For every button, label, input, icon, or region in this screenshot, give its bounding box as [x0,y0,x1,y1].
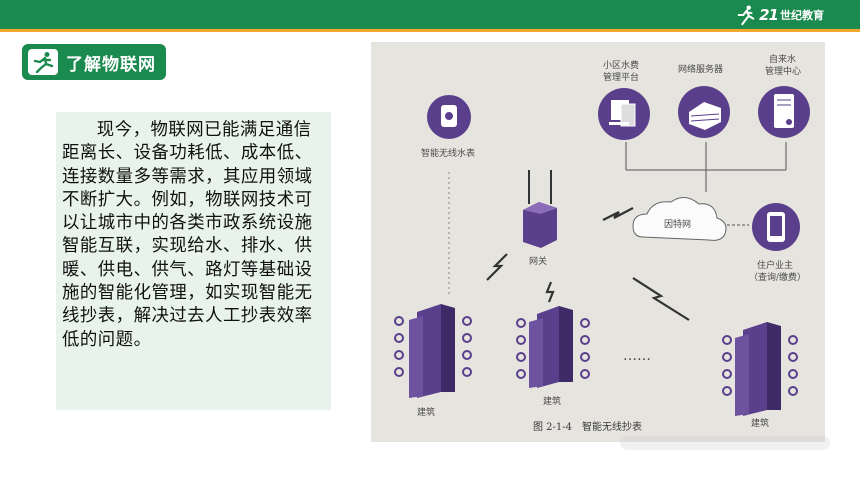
section-header: 了解物联网 [22,44,166,80]
owner-label-1: 住户业主 [757,259,793,271]
building-mid-label: 建筑 [543,395,561,407]
runner-icon [28,49,58,75]
building-right-label: 建筑 [751,417,769,429]
figure-caption: 图 2-1-4 智能无线抄表 [533,420,642,433]
building-icon [735,322,781,416]
meter-dots [722,335,798,396]
gateway-icon [523,170,557,248]
building-icon [529,306,573,388]
internet-label: 因特网 [664,218,691,230]
top-bar [0,0,860,29]
water-meter-icon [427,95,471,139]
building-icon [409,304,455,398]
water-center-label-1: 自来水 [769,53,796,65]
water-center-icon [758,86,810,138]
phone-icon [752,203,800,251]
watermark [620,428,830,465]
computer-icon [598,88,650,140]
body-paragraph: 现今，物联网已能满足通信距离长、设备功耗低、成本低、连接数量多等需求，其应用领域… [62,120,313,350]
wireless-signal-icon [486,207,690,321]
water-center-label-2: 管理中心 [765,65,801,77]
brand-text: 世纪教育 [780,9,824,22]
owner-label-2: （查询/缴费） [749,271,806,283]
gateway-label: 网关 [529,255,547,267]
meter-dots [394,316,472,377]
smart-meter-figure: 智能无线水表 小区水费 管理平台 网络服务器 自来水 管理中心 [371,42,825,442]
top-bar-stripe [0,29,860,32]
text-panel: 现今，物联网已能满足通信距离长、设备功耗低、成本低、连接数量多等需求，其应用领域… [56,112,331,410]
water-meter-label: 智能无线水表 [421,147,475,159]
runner-icon [737,5,755,26]
server-label: 网络服务器 [678,63,723,75]
meter-dots [516,318,590,379]
platform-label-1: 小区水费 [603,59,639,71]
building-left-label: 建筑 [417,406,435,418]
platform-label-2: 管理平台 [603,71,639,83]
section-title: 了解物联网 [66,54,156,75]
brand-number: 21 [759,6,779,24]
brand-logo: 21 世纪教育 [735,4,824,26]
ellipsis: …… [623,348,651,364]
server-icon [678,86,730,138]
cloud-icon [632,197,727,241]
